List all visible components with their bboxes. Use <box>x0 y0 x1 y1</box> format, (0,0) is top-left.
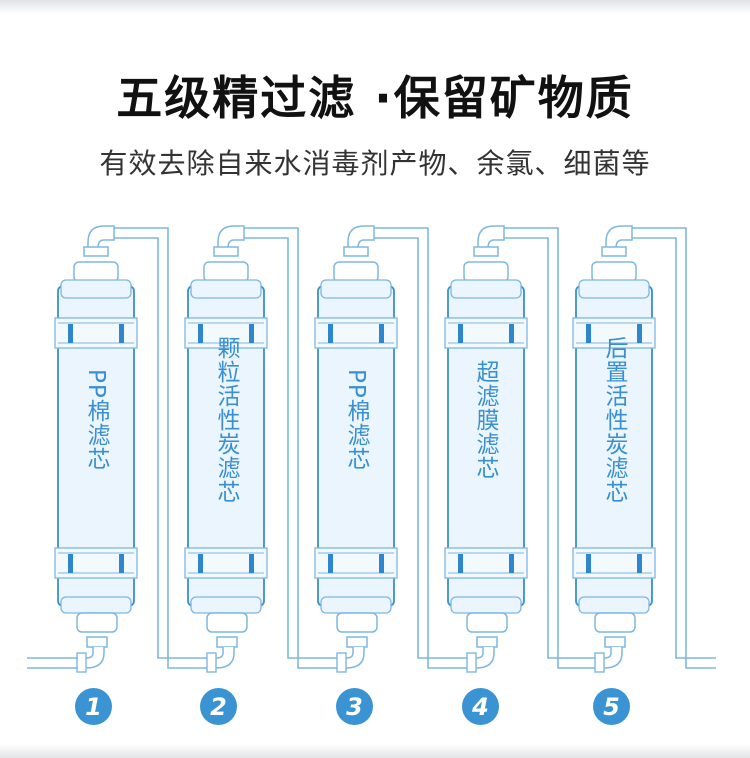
filter-2-clip-left <box>198 324 203 343</box>
filter-2-clip-right <box>249 554 254 573</box>
filter-5-bottom-cap <box>594 612 636 633</box>
pipe-1-inner <box>114 237 216 659</box>
filter-4-bottom-rim <box>450 596 522 614</box>
stage-2-badge: 2 <box>200 688 237 725</box>
stage-1-badge: 1 <box>75 688 112 725</box>
page-title: 五级精过滤 ·保留矿物质 <box>116 71 634 125</box>
filter-4-top-elbow-icon <box>477 225 505 251</box>
pipe-3-inner <box>374 237 476 659</box>
filter-4-bottom-cap <box>466 612 508 633</box>
filter-1-clip-right <box>119 554 124 573</box>
pipe-5-outer <box>624 227 716 669</box>
filter-1-clip-left <box>68 554 73 573</box>
filter-3-clip-right <box>379 324 384 343</box>
filter-5-top-rim <box>578 279 650 299</box>
filter-5-label: 后置活性炭滤芯 <box>601 336 627 504</box>
filter-1-top-nut <box>83 246 109 257</box>
filter-5-top-cap <box>591 261 637 283</box>
filter-4-top-cap <box>463 261 509 283</box>
filter-3-top-elbow-icon <box>347 225 375 251</box>
filter-1-bottom-nut <box>86 636 108 648</box>
filter-1-clip-right <box>119 324 124 343</box>
filter-1-label: PP棉滤芯 <box>83 369 109 471</box>
filter-1-bottom-connector <box>76 652 87 673</box>
filter-5-bottom-connector <box>594 652 605 673</box>
filter-2-clip-left <box>198 554 203 573</box>
filter-2-top-rim <box>190 279 262 299</box>
filter-4-clip-right <box>509 324 514 343</box>
pipe-2-inner <box>244 237 346 659</box>
page-subtitle: 有效去除自来水消毒剂产物、余氯、细菌等 <box>99 147 651 180</box>
filter-1-top-elbow-icon <box>87 225 115 251</box>
filter-1-bottom-cap <box>76 612 118 633</box>
stage-5-badge: 5 <box>593 688 630 725</box>
filter-4-clip-left <box>458 324 463 343</box>
filter-5-clip-right <box>637 324 642 343</box>
filter-3-bottom-cap <box>336 612 378 633</box>
bottom-shadow <box>0 744 750 758</box>
pipe-4-inner <box>504 237 604 659</box>
filter-2-bottom-cap <box>206 612 248 633</box>
filter-5-bottom-nut <box>604 636 626 648</box>
stage-3-badge: 3 <box>336 688 373 725</box>
pipe-1-outer <box>106 227 216 669</box>
filter-3-top-cap <box>333 261 379 283</box>
filter-5-clip-left <box>586 324 591 343</box>
filter-5-top-elbow-icon <box>605 225 633 251</box>
filter-3-top-nut <box>343 246 369 257</box>
filter-3-top-rim <box>320 279 392 299</box>
pipe-4-outer <box>496 227 604 669</box>
filter-4-clip-right <box>509 554 514 573</box>
filter-4-top-nut <box>473 246 499 257</box>
pipe-2-outer <box>236 227 346 669</box>
filter-1-top-cap <box>73 261 119 283</box>
pipe-5-inner <box>632 237 716 659</box>
filter-3-bottom-rim <box>320 596 392 614</box>
filter-1-bottom-rim <box>60 596 132 614</box>
filter-5-bottom-rim <box>578 596 650 614</box>
filter-4-bottom-nut <box>476 636 498 648</box>
filter-2-top-elbow-icon <box>217 225 245 251</box>
filter-2-top-nut <box>213 246 239 257</box>
filter-2-bottom-nut <box>216 636 238 648</box>
filter-4-clip-left <box>458 554 463 573</box>
top-shadow <box>0 0 750 14</box>
filter-2-label: 颗粒活性炭滤芯 <box>213 336 239 504</box>
filter-3-bottom-nut <box>346 636 368 648</box>
filter-3-label: PP棉滤芯 <box>343 369 369 471</box>
filter-4-top-rim <box>450 279 522 299</box>
filter-3-clip-left <box>328 324 333 343</box>
stage-4-badge: 4 <box>462 688 499 725</box>
filter-3-bottom-connector <box>336 652 347 673</box>
filter-1-clip-left <box>68 324 73 343</box>
filter-4-bottom-connector <box>466 652 477 673</box>
filter-5-clip-right <box>637 554 642 573</box>
filter-1-top-rim <box>60 279 132 299</box>
filter-3-clip-left <box>328 554 333 573</box>
filter-5-clip-left <box>586 554 591 573</box>
filter-2-bottom-connector <box>206 652 217 673</box>
filter-5-top-nut <box>601 246 627 257</box>
pipe-3-outer <box>366 227 476 669</box>
filter-2-top-cap <box>203 261 249 283</box>
filter-2-clip-right <box>249 324 254 343</box>
filter-3-clip-right <box>379 554 384 573</box>
filter-4-label: 超滤膜滤芯 <box>472 360 498 480</box>
filter-2-bottom-rim <box>190 596 262 614</box>
